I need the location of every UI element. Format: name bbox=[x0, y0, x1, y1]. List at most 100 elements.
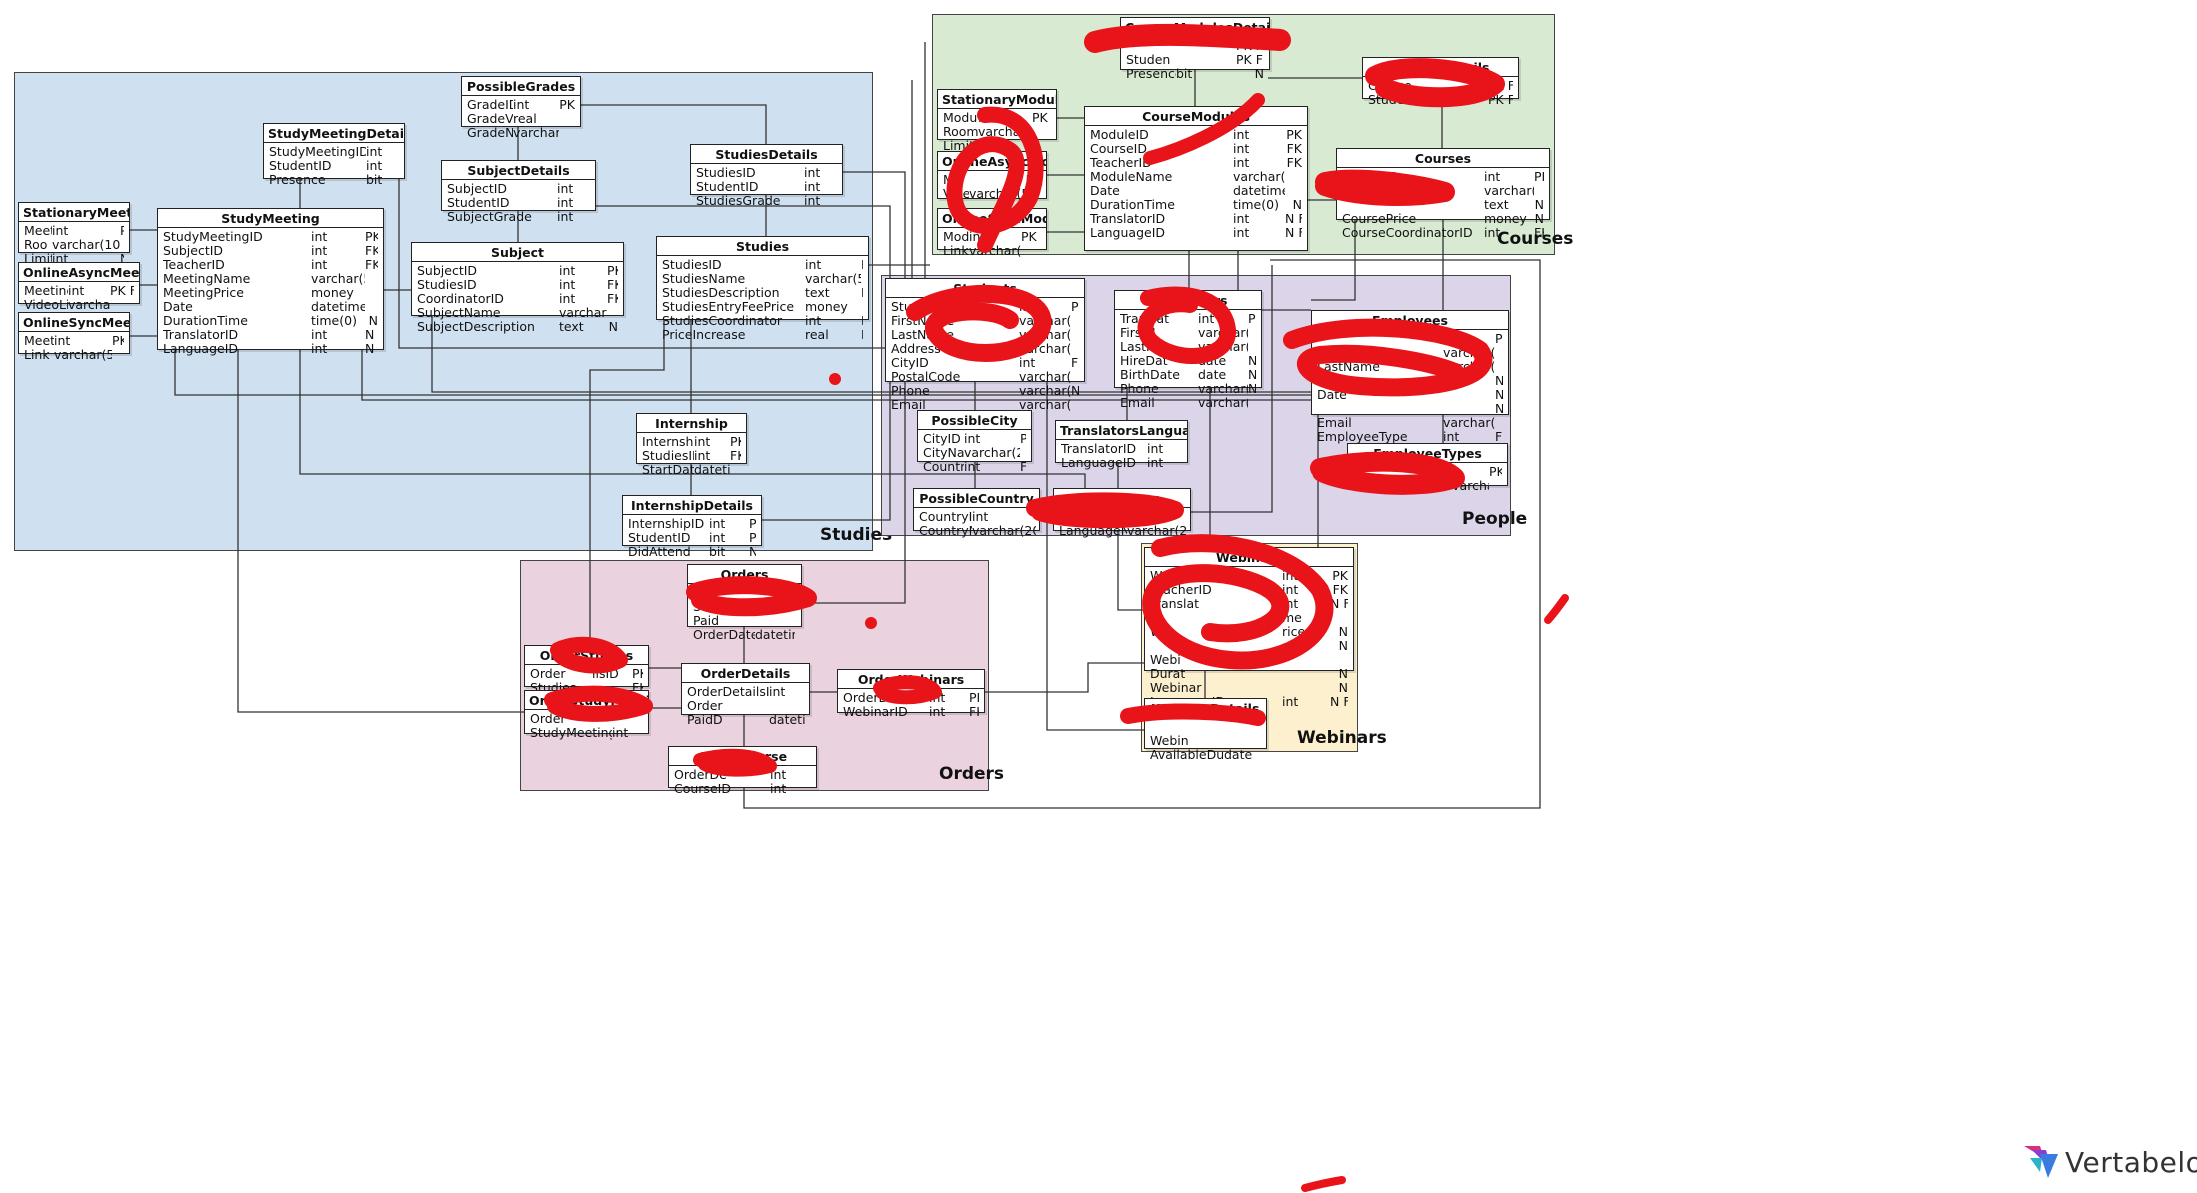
table-TranslatorsLanguages[interactable]: TranslatorsLanguagesTranslatorIDintPK FK… bbox=[1055, 420, 1188, 470]
column-row[interactable]: SubjectGradeintFK bbox=[447, 210, 590, 224]
table-PossibleGrades[interactable]: PossibleGradesGradeIDintPKGradeValurealG… bbox=[461, 76, 581, 140]
column-row[interactable]: StudiesIDintFK bbox=[417, 278, 618, 292]
column-row[interactable]: N bbox=[1317, 374, 1503, 388]
table-PossibleCity[interactable]: PossibleCityCityIDintPKCityNamvarchar(20… bbox=[917, 410, 1032, 474]
column-row[interactable]: CountryIintFK bbox=[923, 460, 1026, 474]
column-row[interactable]: OrderDatedatetime bbox=[693, 628, 796, 642]
column-row[interactable]: PresencebitN bbox=[269, 173, 399, 187]
column-row[interactable]: PaidN bbox=[693, 614, 796, 628]
column-row[interactable]: OrderFK bbox=[687, 699, 804, 713]
column-row[interactable]: MeetingintPK FK bbox=[24, 284, 134, 298]
column-row[interactable]: CountryNavarchar(20) bbox=[919, 524, 1036, 538]
column-row[interactable]: N bbox=[1150, 639, 1348, 653]
column-row[interactable]: StudiesGradeintFK bbox=[696, 194, 837, 208]
column-row[interactable]: StudentIDintPK FK bbox=[447, 196, 590, 210]
column-row[interactable]: TranslatorIDintPK FK bbox=[1061, 442, 1182, 456]
column-row[interactable]: PresencebitN bbox=[1126, 67, 1264, 81]
column-row[interactable]: StudiesIDintFK bbox=[642, 449, 741, 463]
table-OnlineAsyncMeeting[interactable]: OnlineAsyncMeetingMeetingintPK FKVideoLi… bbox=[18, 262, 140, 312]
column-row[interactable]: StudyMeetingIDintFK bbox=[530, 726, 643, 740]
column-row[interactable]: InternshipIintPK bbox=[642, 435, 741, 449]
column-row[interactable]: PriceIncreaserealN bbox=[662, 328, 863, 342]
table-Studies[interactable]: StudiesStudiesIDintPKStudiesNamevarchar(… bbox=[656, 236, 869, 342]
column-row[interactable]: SubjectIDintPK bbox=[417, 264, 618, 278]
table-PossibleCountry[interactable]: PossibleCountryCountryIDintPKCountryNava… bbox=[913, 488, 1040, 538]
column-row[interactable]: MeetiintPK FK bbox=[24, 334, 124, 348]
table-SubjectDetails[interactable]: SubjectDetailsSubjectIDintPK FKStudentID… bbox=[441, 160, 596, 224]
column-row[interactable]: WebinFK bbox=[1150, 734, 1261, 748]
column-row[interactable]: CourseCoordinatorIDintFK bbox=[1342, 226, 1544, 240]
column-row[interactable]: InternshipIDintPK FK bbox=[628, 517, 756, 531]
column-row[interactable]: StudiesIDintPK bbox=[662, 258, 863, 272]
table-Subject[interactable]: SubjectSubjectIDintPKStudiesIDintFKCoord… bbox=[411, 242, 624, 334]
column-row[interactable]: OrderDetailsIDintPK bbox=[687, 685, 804, 699]
table-StudiesDetails[interactable]: StudiesDetailsStudiesIDintPK FKStudentID… bbox=[690, 144, 843, 208]
column-row[interactable]: StudiesIDintPK FK bbox=[696, 166, 837, 180]
column-row[interactable]: GradeValureal bbox=[467, 112, 575, 126]
column-row[interactable]: StudiesDescriptiontextN bbox=[662, 286, 863, 300]
column-row[interactable]: GradeNamvarchar(20) bbox=[467, 126, 575, 140]
column-row[interactable]: varchar(50) bbox=[1342, 184, 1544, 198]
column-row[interactable]: VideoLivarchar(50) bbox=[24, 298, 134, 312]
column-row[interactable]: PK bbox=[1353, 465, 1502, 479]
column-row[interactable]: CityNamvarchar(20) bbox=[923, 446, 1026, 460]
column-row[interactable]: GradeIDintPK bbox=[467, 98, 575, 112]
column-row[interactable]: StartDatedatetime bbox=[642, 463, 741, 477]
column-row[interactable]: CityIDintFK bbox=[891, 356, 1079, 370]
column-row[interactable]: EmployeeTypeintFK bbox=[1317, 430, 1503, 444]
table-StudyMeetingDetails[interactable]: StudyMeetingDetailsStudyMeetingIDintPK F… bbox=[263, 123, 405, 187]
column-row[interactable]: PaidDdatetime bbox=[687, 713, 805, 727]
column-row[interactable]: MeetiintPK FK bbox=[24, 224, 124, 238]
column-row[interactable]: WebinarIDintFK bbox=[843, 705, 979, 719]
column-row[interactable]: N bbox=[1317, 402, 1503, 416]
table-Internship[interactable]: InternshipInternshipIintPKStudiesIDintFK… bbox=[636, 413, 747, 477]
column-row[interactable]: LanguageIDintPK FK bbox=[1061, 456, 1182, 470]
table-StationaryMeeting[interactable]: StationaryMeetingMeetiintPK FKRoovarchar… bbox=[18, 202, 130, 266]
table-InternshipDetails[interactable]: InternshipDetailsInternshipIDintPK FKStu… bbox=[622, 495, 762, 559]
column-row[interactable]: StudiesCoordinatorintFK bbox=[662, 314, 863, 328]
column-row[interactable]: Webi bbox=[1150, 653, 1348, 667]
column-row[interactable]: CountryIDintPK bbox=[919, 510, 1034, 524]
column-row[interactable]: CoordinatorIDintFK bbox=[417, 292, 618, 306]
column-row[interactable]: CityIDintPK bbox=[923, 432, 1026, 446]
column-row[interactable]: StudentIDintPK FK bbox=[696, 180, 837, 194]
column-row[interactable]: StudentIDintPK FK bbox=[628, 531, 756, 545]
column-row[interactable]: SubjectIDintPK FK bbox=[447, 182, 590, 196]
